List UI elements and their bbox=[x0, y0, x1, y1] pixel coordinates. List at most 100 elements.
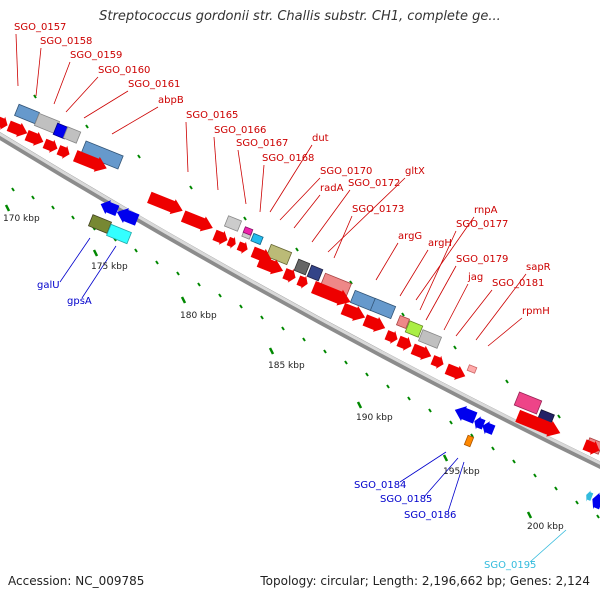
gene-arrow[interactable] bbox=[310, 279, 353, 310]
gene-label[interactable]: SGO_0157 bbox=[14, 22, 66, 33]
gene-block[interactable] bbox=[293, 258, 311, 276]
gene-arrow[interactable] bbox=[42, 137, 60, 155]
major-tick-mark bbox=[180, 296, 187, 304]
gene-label[interactable]: argG bbox=[398, 231, 422, 242]
gene-label[interactable]: SGO_0184 bbox=[354, 480, 406, 491]
gene-label[interactable]: SGO_0195 bbox=[484, 560, 536, 571]
gene-label[interactable]: SGO_0172 bbox=[348, 178, 400, 189]
gene-label[interactable]: SGO_0186 bbox=[404, 510, 456, 521]
gene-label[interactable]: radA bbox=[320, 183, 344, 194]
gene-arrow[interactable] bbox=[430, 353, 446, 370]
gene-arrow[interactable] bbox=[72, 148, 110, 176]
gene-arrow[interactable] bbox=[514, 408, 563, 441]
gene-label[interactable]: SGO_0159 bbox=[70, 50, 122, 61]
tick-mark bbox=[243, 216, 247, 221]
forward-gene-labels[interactable]: SGO_0157 SGO_0158 SGO_0159 SGO_0160 SGO_… bbox=[14, 22, 551, 317]
gene-arrow[interactable] bbox=[212, 228, 231, 247]
feature-blocks[interactable] bbox=[0, 103, 600, 511]
gene-arrow[interactable] bbox=[226, 235, 238, 250]
leader-line bbox=[269, 144, 313, 213]
gene-block[interactable] bbox=[369, 297, 397, 320]
gene-block[interactable] bbox=[242, 226, 254, 236]
gene-label[interactable]: rpmH bbox=[522, 306, 550, 317]
tick-mark bbox=[575, 500, 579, 505]
tick-mark bbox=[134, 248, 138, 253]
gene-block[interactable] bbox=[62, 126, 82, 144]
gene-block[interactable] bbox=[404, 320, 424, 338]
gene-arrow[interactable] bbox=[282, 266, 299, 284]
gene-block[interactable] bbox=[513, 391, 543, 415]
gene-block-reverse[interactable] bbox=[87, 214, 113, 234]
gene-label[interactable]: SGO_0170 bbox=[320, 166, 372, 177]
gene-label[interactable]: abpB bbox=[158, 95, 184, 106]
kbp-label: 180 kbp bbox=[180, 311, 217, 321]
gene-arrow-reverse[interactable] bbox=[98, 197, 120, 218]
gene-arrow[interactable] bbox=[56, 143, 72, 160]
gene-arrow[interactable] bbox=[24, 128, 46, 149]
gene-block[interactable] bbox=[306, 264, 324, 282]
gene-block[interactable] bbox=[250, 232, 264, 246]
gene-arrow-reverse[interactable] bbox=[480, 419, 496, 436]
reverse-gene-labels[interactable]: galU gpsA SGO_0184 SGO_0185 SGO_0186 SGO… bbox=[37, 280, 536, 571]
gene-label[interactable]: SGO_0165 bbox=[186, 110, 238, 121]
gene-label[interactable]: SGO_0168 bbox=[262, 153, 314, 164]
gene-block-reverse[interactable] bbox=[106, 223, 132, 245]
gene-block[interactable] bbox=[417, 329, 443, 349]
gene-block[interactable] bbox=[223, 215, 243, 232]
tick-mark bbox=[176, 271, 180, 276]
gene-arrow[interactable] bbox=[236, 240, 250, 256]
gene-label[interactable]: jag bbox=[467, 272, 483, 283]
gene-arrow[interactable] bbox=[362, 312, 388, 335]
gene-arrow[interactable] bbox=[410, 342, 434, 363]
gene-block[interactable] bbox=[466, 364, 478, 374]
gene-label[interactable]: SGO_0161 bbox=[128, 79, 180, 90]
gene-arrow[interactable] bbox=[384, 328, 400, 345]
gene-label[interactable]: rnpA bbox=[474, 205, 498, 216]
tick-mark bbox=[386, 384, 390, 389]
gene-label[interactable]: SGO_0167 bbox=[236, 138, 288, 149]
kbp-label: 185 kbp bbox=[268, 361, 305, 371]
gene-arrow-reverse[interactable] bbox=[114, 204, 140, 227]
gene-label[interactable]: SGO_0181 bbox=[492, 278, 544, 289]
gene-arrow[interactable] bbox=[396, 334, 415, 353]
kbp-label: 170 kbp bbox=[3, 214, 40, 224]
tick-mark bbox=[33, 94, 37, 99]
major-tick-mark bbox=[526, 511, 533, 519]
gene-arrow-reverse[interactable] bbox=[589, 491, 600, 511]
gene-label[interactable]: gltX bbox=[405, 166, 425, 177]
gene-label[interactable]: SGO_0173 bbox=[352, 204, 404, 215]
tick-mark bbox=[197, 282, 201, 287]
tick-mark bbox=[557, 414, 561, 419]
tick-mark bbox=[533, 473, 537, 478]
gene-label[interactable]: argH bbox=[428, 238, 452, 249]
gene-label[interactable]: SGO_0158 bbox=[40, 36, 92, 47]
gene-arrow[interactable] bbox=[582, 438, 600, 458]
gene-arrow-reverse[interactable] bbox=[584, 489, 594, 502]
tick-mark bbox=[11, 187, 15, 192]
gene-arrow[interactable] bbox=[180, 209, 216, 236]
gene-label[interactable]: sapR bbox=[526, 262, 551, 273]
gene-label[interactable]: galU bbox=[37, 280, 60, 291]
gene-label[interactable]: SGO_0166 bbox=[214, 125, 266, 136]
gene-arrow[interactable] bbox=[0, 114, 10, 131]
gene-block[interactable] bbox=[395, 314, 411, 330]
gene-label[interactable]: SGO_0179 bbox=[456, 254, 508, 265]
gene-label[interactable]: dut bbox=[312, 133, 329, 144]
gene-arrow[interactable] bbox=[256, 254, 286, 279]
gene-arrow[interactable] bbox=[296, 274, 311, 291]
gene-arrow[interactable] bbox=[340, 301, 368, 325]
gene-block-reverse[interactable] bbox=[463, 434, 475, 448]
gene-arrow[interactable] bbox=[6, 119, 30, 140]
gene-arrow[interactable] bbox=[146, 190, 185, 218]
gene-label[interactable]: SGO_0177 bbox=[456, 219, 508, 230]
gene-block[interactable] bbox=[14, 103, 40, 125]
gene-label[interactable]: SGO_0185 bbox=[380, 494, 432, 505]
tick-marks bbox=[4, 94, 600, 519]
map-title: Streptococcus gordonii str. Challis subs… bbox=[99, 9, 501, 24]
gene-arrow-reverse[interactable] bbox=[452, 402, 478, 425]
gene-label[interactable]: SGO_0160 bbox=[98, 65, 150, 76]
tick-mark bbox=[470, 433, 474, 438]
gene-label[interactable]: gpsA bbox=[67, 296, 92, 307]
gene-arrow[interactable] bbox=[444, 362, 468, 383]
